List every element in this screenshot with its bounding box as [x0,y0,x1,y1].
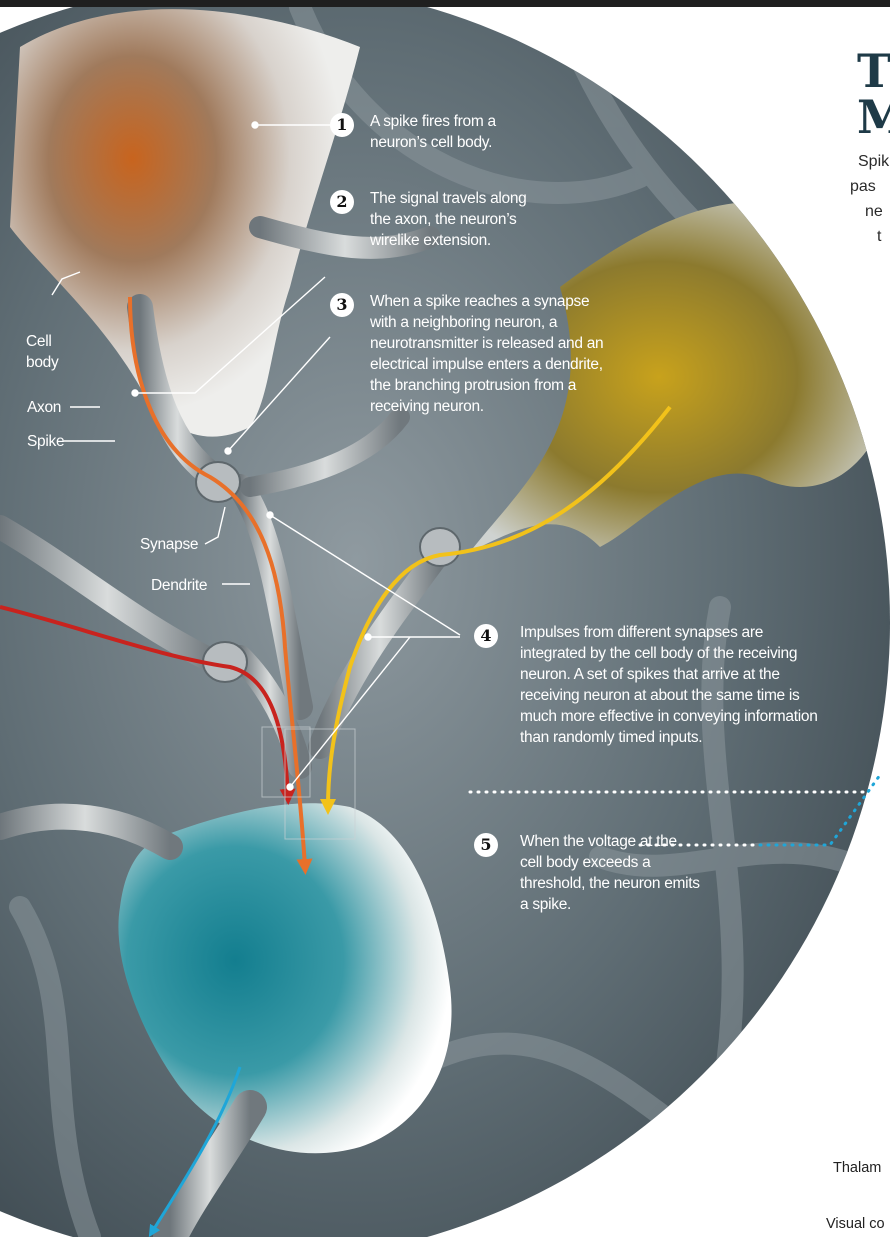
step-2-badge: 2 [330,190,354,214]
page-title: T M [857,48,890,140]
intro-line-4: t [877,225,881,249]
step-1-badge: 1 [330,113,354,137]
step-2-text: The signal travels along the axon, the n… [370,188,545,251]
label-cell-body: Cell body [26,331,58,373]
intro-line-3: ne [865,200,883,224]
label-spike: Spike [27,431,64,452]
intro-line-1: Spik [858,150,889,174]
label-thalamus: Thalam [833,1160,881,1176]
step-5-text: When the voltage at the cell body exceed… [520,831,700,915]
step-4-badge: 4 [474,624,498,648]
intro-line-2: pas [850,175,876,199]
step-1-text: A spike fires from a neuron’s cell body. [370,111,520,153]
label-visual-cortex: Visual co [826,1216,885,1232]
step-3-text: When a spike reaches a synapse with a ne… [370,291,610,417]
step-3-badge: 3 [330,293,354,317]
label-dendrite: Dendrite [151,575,207,596]
step-4-text: Impulses from different synapses are int… [520,622,825,748]
step-5-badge: 5 [474,833,498,857]
top-rule [0,0,890,7]
label-synapse: Synapse [140,534,198,555]
neuron-illustration: Cell body Axon Spike Synapse Dendrite 1 … [0,7,890,1237]
label-axon: Axon [27,397,61,418]
